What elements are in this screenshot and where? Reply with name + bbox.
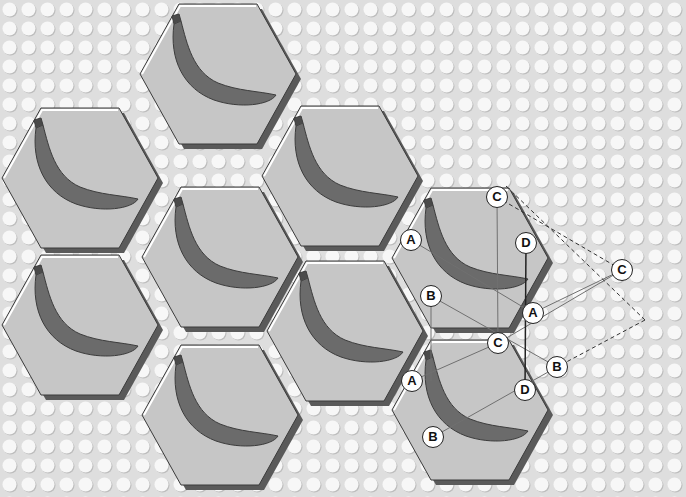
- banana-stem: [294, 116, 303, 126]
- point-letter: C: [487, 332, 509, 354]
- hex-tile: [140, 4, 301, 149]
- banana: [35, 272, 138, 356]
- tile-face: [142, 187, 298, 327]
- point-letter: C: [486, 186, 508, 208]
- banana: [173, 21, 276, 105]
- guide-line-dashed: [497, 197, 622, 270]
- guide-line: [431, 296, 557, 367]
- tile-face: [2, 255, 158, 395]
- hex-tile: [392, 188, 553, 333]
- tile-highlight: [264, 108, 378, 176]
- tile-highlight: [142, 6, 256, 74]
- hex-tile: [142, 345, 303, 490]
- point-letter: A: [522, 302, 544, 324]
- point-letter: D: [514, 379, 536, 401]
- point-letter: A: [400, 229, 422, 251]
- hex-tile: [2, 255, 163, 400]
- tile-highlight: [394, 342, 508, 410]
- tile-highlight: [4, 110, 118, 178]
- hex-tile: [262, 106, 423, 251]
- tile-face: [267, 261, 423, 401]
- banana-stem: [424, 198, 433, 208]
- tile-highlight: [4, 257, 118, 325]
- point-letter: A: [401, 370, 423, 392]
- banana-stem: [299, 271, 308, 281]
- banana-stem: [172, 14, 181, 24]
- construction-lines: [411, 186, 645, 437]
- hex-tile: [2, 108, 163, 253]
- point-letter: B: [420, 285, 442, 307]
- banana: [35, 125, 138, 209]
- banana-stem: [174, 197, 183, 207]
- banana: [175, 362, 278, 446]
- tile-face: [140, 4, 296, 144]
- hex-tile: [392, 340, 553, 485]
- banana-stem: [34, 265, 43, 275]
- point-letter: C: [611, 259, 633, 281]
- guide-line: [433, 367, 557, 437]
- guide-line: [412, 343, 498, 381]
- hex-tile: [267, 261, 428, 406]
- banana: [175, 204, 278, 288]
- tile-highlight: [269, 263, 383, 331]
- guide-line-dashed: [506, 186, 645, 320]
- banana-stem: [174, 355, 183, 365]
- tile-highlight: [144, 347, 258, 415]
- banana: [295, 123, 398, 207]
- guide-line: [431, 296, 432, 381]
- banana-stem: [424, 350, 433, 360]
- tile-highlight: [144, 189, 258, 257]
- banana: [300, 278, 403, 362]
- guide-line-dashed: [557, 320, 645, 367]
- banana: [425, 205, 528, 289]
- guide-line: [498, 270, 622, 343]
- hex-tiles: [2, 4, 553, 490]
- point-letter: B: [422, 426, 444, 448]
- banana-stem: [34, 118, 43, 128]
- guide-line: [411, 240, 533, 313]
- point-letter: D: [515, 232, 537, 254]
- tile-face: [142, 345, 298, 485]
- tile-face: [2, 108, 158, 248]
- guide-line: [497, 197, 498, 343]
- point-letter: B: [546, 356, 568, 378]
- tile-face: [262, 106, 418, 246]
- tile-face: [392, 188, 548, 328]
- guide-line: [533, 270, 622, 313]
